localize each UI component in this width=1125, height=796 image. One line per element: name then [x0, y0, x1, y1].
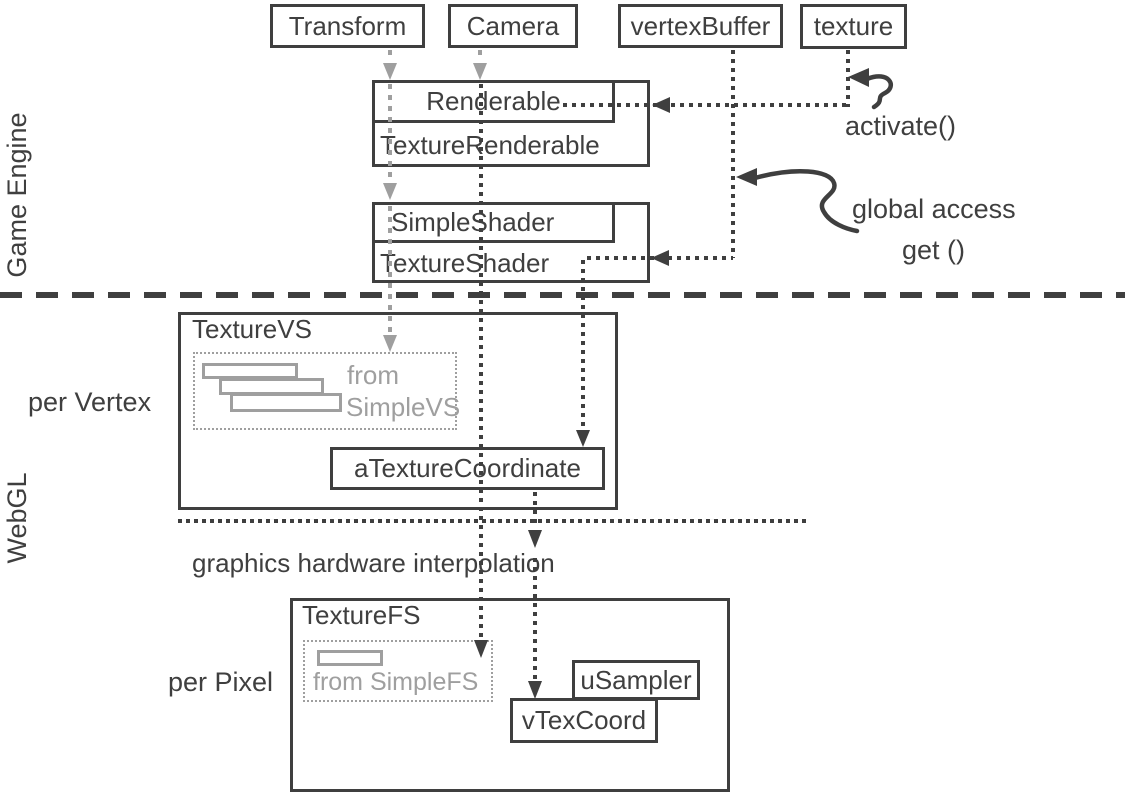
node-vertex-buffer: vertexBuffer	[618, 4, 783, 48]
node-v-tex-coord: vTexCoord	[510, 698, 658, 743]
node-simple-shader: SimpleShader	[372, 202, 615, 243]
panel-texture-fs-title: TextureFS	[302, 600, 421, 630]
stage-label-per-vertex: per Vertex	[28, 387, 152, 417]
node-transform: Transform	[270, 4, 425, 48]
annotation-arrow-activate	[864, 74, 893, 110]
node-camera: Camera	[448, 4, 578, 48]
node-texture-renderable-label: TextureRenderable	[380, 130, 600, 160]
from-simple-vs-note-line2: SimpleVS	[346, 392, 461, 422]
arrowhead-activate	[848, 68, 869, 87]
arrowhead-attribute-interpolation	[528, 530, 542, 548]
annotation-get: get ()	[902, 235, 966, 265]
arrowhead-texture-renderable	[652, 97, 670, 113]
arrowhead-texture-shader-attribute	[576, 430, 590, 447]
stage-label-per-pixel: per Pixel	[168, 667, 274, 697]
arrowhead-transform-renderable	[383, 63, 397, 80]
arrowhead-camera-renderable	[473, 63, 487, 80]
node-texture: texture	[800, 4, 907, 49]
arrowhead-interpolation-v-tex-coord	[528, 681, 542, 699]
annotation-arrow-global-access	[752, 169, 860, 234]
node-a-texture-coordinate: aTextureCoordinate	[330, 447, 605, 490]
reused-code-block-1	[202, 363, 298, 379]
reused-code-block-3	[230, 393, 342, 412]
reused-code-block-4	[317, 650, 383, 666]
arrowhead-vertex-buffer-texture-shader	[651, 250, 669, 266]
arrowhead-transform-simple-vs	[383, 335, 397, 352]
arrowhead-global-access	[736, 168, 757, 186]
stage-label-interpolation: graphics hardware interpolation	[192, 548, 555, 578]
from-simple-fs-note: from SimpleFS	[313, 668, 479, 696]
node-renderable: Renderable	[372, 80, 615, 123]
arrowhead-camera-simple-fs	[474, 640, 488, 658]
from-simple-vs-note-line1: from	[347, 360, 399, 390]
node-texture-shader-label: TextureShader	[380, 248, 550, 278]
annotation-activate: activate()	[845, 111, 957, 141]
panel-texture-vs-title: TextureVS	[192, 314, 312, 344]
arrowhead-transform-simple-shader	[383, 183, 397, 200]
reused-simple-fs-group	[303, 640, 493, 702]
annotation-global-access: global access	[852, 194, 1016, 224]
reused-simple-vs-group	[193, 352, 457, 430]
